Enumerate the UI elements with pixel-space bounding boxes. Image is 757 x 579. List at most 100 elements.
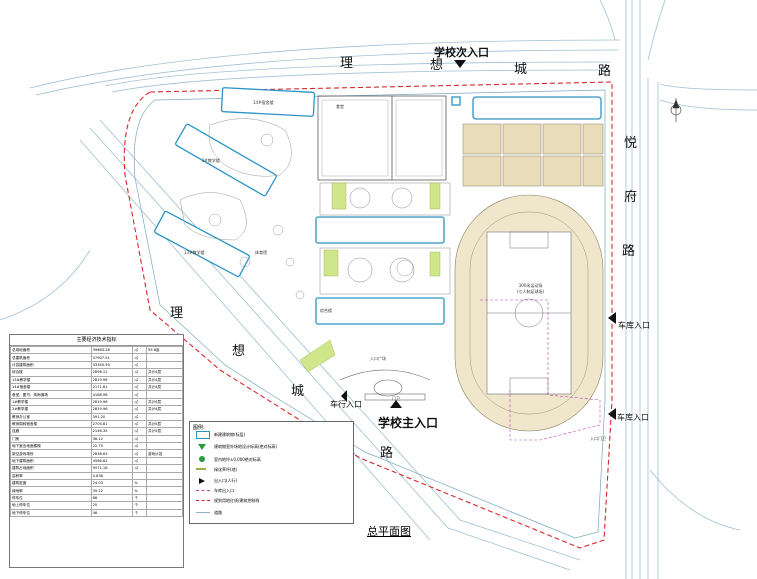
road-char: 想 xyxy=(232,344,246,359)
table-cell: 2838.63 xyxy=(90,449,134,458)
building-label: 体育馆 xyxy=(255,250,267,255)
table-cell: 共计5层 xyxy=(146,427,183,436)
table-cell: 36.12 xyxy=(90,434,134,444)
legend-item: 绿化草坪(地) xyxy=(214,467,238,472)
table-cell: 33340.93 xyxy=(90,360,134,370)
table-cell xyxy=(146,464,183,473)
table-cell xyxy=(146,486,183,495)
table-cell: ㎡ xyxy=(132,382,147,392)
entrance-arrow-icon xyxy=(199,478,205,484)
legend-item: 新建建筑物(标层) xyxy=(214,432,246,437)
legend-item: 车库出入口 xyxy=(214,488,234,493)
secondary-entrance-label: 学校次入口 xyxy=(434,46,489,59)
table-cell: 46 xyxy=(90,508,134,518)
table-cell xyxy=(146,434,183,444)
table-cell: 教师周转宿舍楼 xyxy=(10,419,92,429)
table-cell: ㎡ xyxy=(132,442,147,451)
table-cell: 59.8亩 xyxy=(146,345,183,355)
table-cell: ㎡ xyxy=(132,375,147,384)
legend-title: 图例: xyxy=(193,425,205,431)
legend-item: 建筑物室外场地设计标高(绝对标高) xyxy=(214,444,278,449)
road-char: 想 xyxy=(430,58,444,73)
table-cell: 共计4层 xyxy=(146,368,183,377)
stadium-label: 300米运动场 (七人制足球场) xyxy=(517,283,545,294)
table-cell: 共计4层 xyxy=(146,405,183,414)
table-cell: 391.20 xyxy=(90,412,134,421)
site-inner-outline xyxy=(133,89,606,539)
table-cell: % xyxy=(132,486,147,495)
table-cell: 39863.28 xyxy=(90,345,134,355)
entrance-arrows xyxy=(341,60,616,420)
table-cell xyxy=(146,508,183,518)
table-cell: 个 xyxy=(132,493,147,503)
building-swatch-icon xyxy=(196,431,210,439)
table-cell: 地下室出地面楼梯 xyxy=(10,442,92,451)
building-label: 14#宿舍楼 xyxy=(253,100,274,105)
table-cell: 4566.62 xyxy=(90,456,134,466)
table-cell: 总用地面积 xyxy=(10,345,92,355)
table-cell: 13#教学楼 xyxy=(10,375,92,384)
table-cell: 9571.18 xyxy=(90,464,134,473)
building-label: 2#教学楼 xyxy=(202,158,220,163)
table-cell: 容积率 xyxy=(10,471,92,481)
legend-item: 道路 xyxy=(214,510,222,515)
table-cell: 0.836 xyxy=(90,471,134,481)
basketball-courts xyxy=(462,123,604,187)
entry-plaza xyxy=(339,369,431,401)
lawn-swatch-icon xyxy=(196,468,206,470)
table-cell: 20 xyxy=(90,501,134,510)
table-cell: 35.22 xyxy=(90,486,134,495)
table-cell xyxy=(132,471,147,481)
table-cell: ㎡ xyxy=(132,434,147,444)
legend-item: 出入口(人行) xyxy=(214,478,238,483)
table-cell: ㎡ xyxy=(132,353,147,362)
table-cell: ㎡ xyxy=(132,405,147,414)
table-cell: ㎡ xyxy=(132,397,147,407)
underground-garage-line xyxy=(480,299,601,441)
table-cell: 绿地率 xyxy=(10,486,92,495)
table-cell: ㎡ xyxy=(132,427,147,436)
table-cell: ㎡ xyxy=(132,345,147,355)
lawn-patches xyxy=(299,182,441,373)
main-entrance-label: 学校主入口 xyxy=(378,416,439,430)
table-cell: 个 xyxy=(132,501,147,510)
running-track xyxy=(454,194,604,432)
garage-line-icon xyxy=(196,490,210,491)
table-cell: 共计4层 xyxy=(146,397,183,407)
table-cell: 2896.12 xyxy=(90,368,134,377)
courtyards xyxy=(319,182,451,295)
table-cell: 共计4层 xyxy=(146,382,183,392)
road-char: 府 xyxy=(624,190,638,205)
table-cell: 37907.51 xyxy=(90,353,134,362)
table-cell xyxy=(146,353,183,362)
table-cell: 14#宿舍楼 xyxy=(10,382,92,392)
table-cell: 总建筑面积 xyxy=(10,353,92,362)
road-char: 城 xyxy=(514,62,528,77)
legend-item: 室内地坪±0.000绝对标高 xyxy=(214,457,261,462)
garage-entrance-label: 车库入口 xyxy=(617,413,649,422)
table-cell: 共计4层 xyxy=(146,375,183,384)
garden-paths xyxy=(179,118,414,300)
garage-entrance-label: 车库入口 xyxy=(618,321,650,330)
table-cell xyxy=(146,501,183,510)
table-cell: ㎡ xyxy=(132,449,147,458)
table-cell: 地下建筑面积 xyxy=(10,456,92,466)
road-line-icon xyxy=(196,512,210,513)
gate-house-label: 门卫 xyxy=(392,396,400,401)
